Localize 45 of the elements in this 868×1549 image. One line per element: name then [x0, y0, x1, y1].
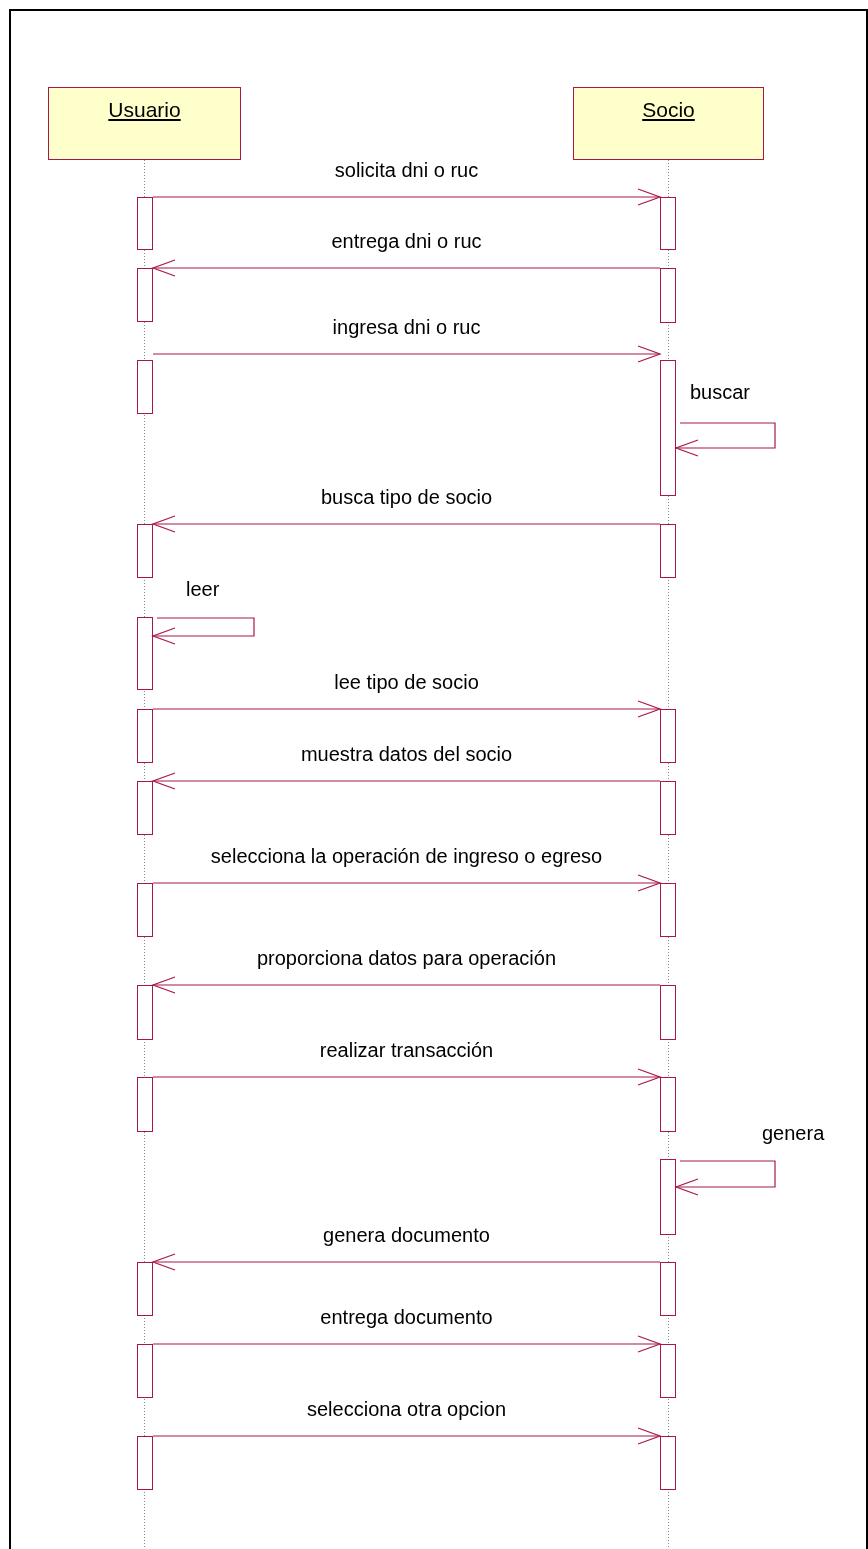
message-arrow: [675, 422, 776, 457]
activation-bar: [137, 524, 153, 578]
activation-bar: [137, 360, 153, 414]
activation-bar: [137, 1077, 153, 1132]
activation-bar: [137, 1344, 153, 1398]
activation-bar: [660, 1077, 676, 1132]
object-box: [573, 87, 764, 160]
activation-bar: [137, 709, 153, 763]
activation-bar: [137, 781, 153, 835]
activation-bar: [660, 360, 676, 496]
message-arrow: [152, 188, 661, 206]
message-arrow: [675, 1160, 776, 1196]
object-name: Usuario: [108, 98, 181, 122]
message-arrow: [152, 617, 255, 645]
message-arrow: [152, 1427, 661, 1445]
activation-bar: [660, 781, 676, 835]
message-arrow: [152, 515, 661, 533]
activation-bar: [660, 1262, 676, 1316]
message-arrow: [152, 700, 661, 718]
activation-bar: [660, 268, 676, 323]
activation-bar: [137, 985, 153, 1040]
activation-bar: [660, 524, 676, 578]
activation-bar: [660, 1159, 676, 1235]
activation-bar: [137, 1436, 153, 1490]
activation-bar: [660, 1436, 676, 1490]
activation-bar: [137, 268, 153, 322]
message-arrow: [152, 1335, 661, 1353]
message-arrow: [152, 345, 661, 363]
activation-bar: [660, 709, 676, 763]
message-arrow: [152, 1253, 661, 1271]
activation-bar: [660, 197, 676, 250]
activation-bar: [137, 1262, 153, 1316]
object-box: [48, 87, 241, 160]
message-arrow: [152, 259, 661, 277]
message-arrow: [152, 772, 661, 790]
activation-bar: [137, 883, 153, 937]
activation-bar: [137, 617, 153, 690]
activation-bar: [137, 197, 153, 250]
activation-bar: [660, 985, 676, 1040]
activation-bar: [660, 883, 676, 937]
object-name: Socio: [642, 98, 695, 122]
message-arrow: [152, 1068, 661, 1086]
message-arrow: [152, 874, 661, 892]
message-arrow: [152, 976, 661, 994]
activation-bar: [660, 1344, 676, 1398]
